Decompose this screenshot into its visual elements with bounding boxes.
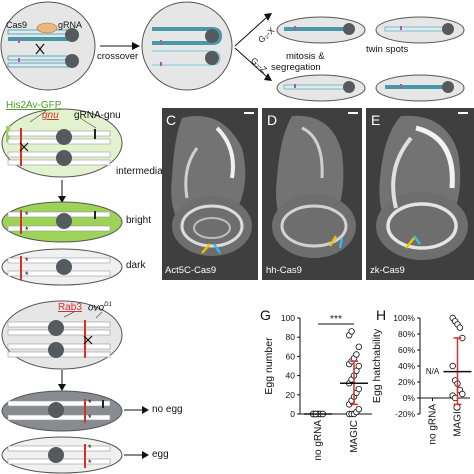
significance-label: *** (330, 314, 342, 325)
svg-text:*: * (25, 256, 29, 266)
scale-bar (244, 112, 254, 114)
y-tick-label: 60 (286, 351, 296, 361)
cas9-complex (36, 22, 58, 34)
dark-label: dark (126, 260, 146, 271)
no-egg-label: no egg (152, 404, 183, 415)
data-point (355, 385, 362, 393)
y-tick-label: 80% (398, 329, 415, 339)
egg-label: egg (152, 449, 169, 460)
cas9-label: Cas9 (6, 20, 28, 30)
grna-gnu-label: gRNA-gnu (74, 110, 121, 121)
panel-letter-d: D (267, 112, 278, 128)
grna-label: gRNA (58, 20, 83, 30)
ovo-label: ovoD1 (88, 302, 112, 314)
data-point (355, 343, 362, 350)
y-tick-label: 100% (393, 313, 415, 323)
data-point (355, 406, 362, 413)
micro-label-e: zk-Cas9 (370, 265, 405, 276)
x-tick-label: MAGIC (453, 404, 464, 437)
x-tick-label: no gRNA (313, 420, 324, 461)
data-point (355, 362, 362, 370)
panel-letter-e: E (371, 112, 381, 128)
rab3-label: Rab3 (58, 302, 82, 313)
svg-text:*: * (88, 458, 92, 468)
panel-letter-c: C (166, 112, 177, 128)
data-point (449, 362, 456, 370)
svg-text:*: * (25, 270, 29, 280)
panel-a-cell-crossover (141, 1, 233, 91)
twin-spots-label: twin spots (366, 44, 409, 55)
scale-bar (348, 112, 358, 114)
micrograph-e (366, 108, 474, 280)
svg-text:*: * (25, 225, 29, 235)
data-point (353, 351, 360, 358)
data-point (459, 390, 466, 398)
x-tick-label: no gRNA (428, 404, 439, 445)
data-point (456, 324, 464, 331)
y-tick-label: 0 (290, 409, 295, 419)
micro-label-d: hh-Cas9 (266, 265, 302, 276)
centromere (65, 28, 79, 42)
svg-text:*: * (88, 398, 92, 408)
svg-text:*: * (88, 443, 92, 453)
y-tick-label: 40% (398, 361, 415, 371)
annotation-label: N/A (426, 367, 440, 376)
x-tick-label: MAGIC (349, 420, 360, 453)
scale-bar (458, 112, 468, 114)
chromatid (8, 37, 70, 41)
y-tick-label: 20% (398, 377, 415, 387)
svg-text:*: * (88, 413, 92, 423)
centromere (65, 54, 79, 68)
y-tick-label: 20 (286, 390, 296, 400)
y-tick-label: -20% (395, 409, 415, 419)
panel-a-cell (0, 1, 96, 91)
y-tick-label: 0% (403, 393, 416, 403)
y-tick-label: 80 (286, 332, 296, 342)
svg-text:*: * (25, 210, 29, 220)
mitosis-label: mitosis & (286, 51, 325, 62)
segregation-label: segregation (271, 62, 321, 73)
bright-label: bright (126, 215, 152, 226)
micrograph-d (262, 108, 362, 280)
crossover-label: crossover (97, 51, 139, 62)
intermediate-label: intermediate (116, 166, 172, 177)
data-point (348, 328, 355, 335)
gnu-label: gnu (42, 110, 59, 121)
y-tick-label: 100 (281, 313, 295, 323)
micrograph-c (162, 108, 258, 280)
y-tick-label: 40 (286, 371, 296, 381)
his2av-label: His2Av-GFP (6, 100, 62, 111)
y-axis-label: Egg number (263, 337, 275, 395)
y-axis-label: Egg hatchability (371, 328, 383, 403)
micro-label-c: Act5C-Cas9 (165, 265, 217, 276)
y-tick-label: 60% (398, 345, 415, 355)
